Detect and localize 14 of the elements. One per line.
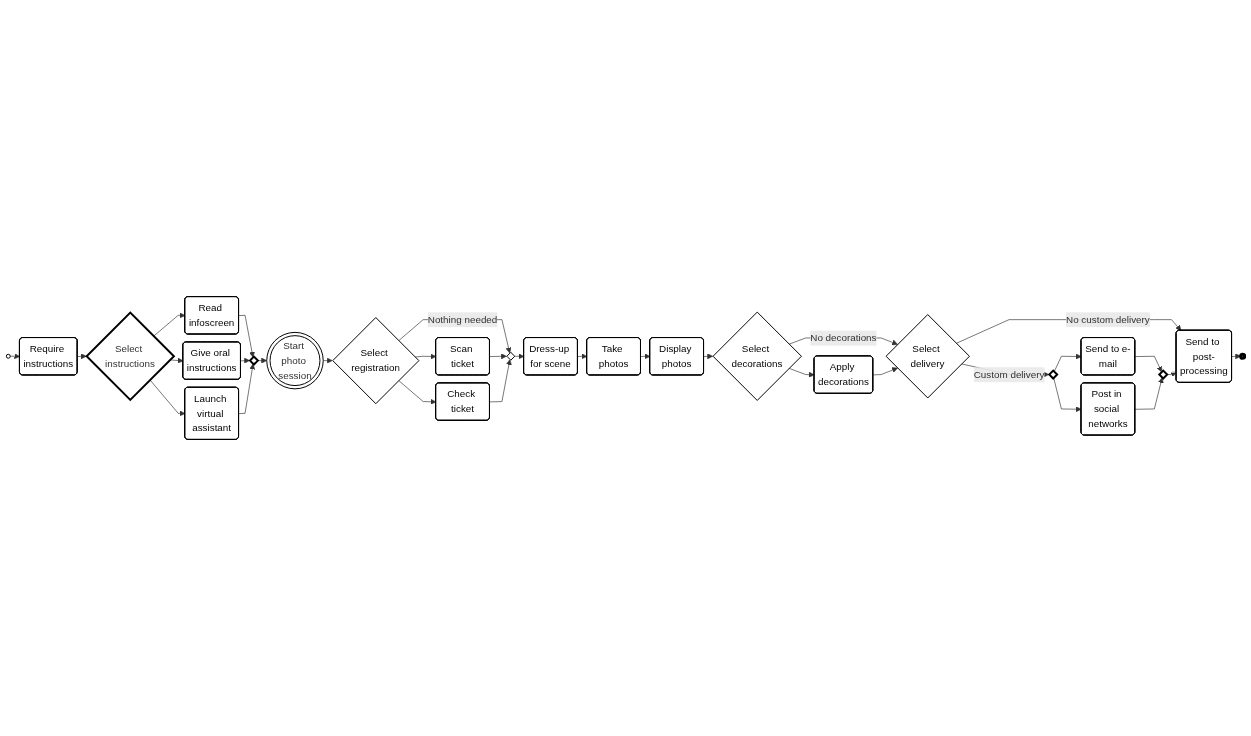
edge-label: Nothing needed	[427, 313, 498, 325]
node-diamond: Select delivery	[885, 314, 970, 399]
node-diamond	[506, 351, 516, 361]
node-diamond: Select registration	[332, 317, 420, 405]
node-diamond: Select decorations	[712, 311, 802, 401]
node-circle	[5, 353, 11, 359]
node-diamond	[248, 355, 260, 366]
node-diamond	[1047, 369, 1059, 380]
edge-label: Custom delivery	[973, 368, 1045, 380]
edge-label: No decorations	[810, 331, 877, 344]
node-diamond: Select instructions	[85, 311, 176, 402]
edge-label: No custom delivery	[1066, 313, 1150, 325]
node-diamond	[1157, 369, 1169, 380]
node-circle	[1239, 352, 1246, 360]
